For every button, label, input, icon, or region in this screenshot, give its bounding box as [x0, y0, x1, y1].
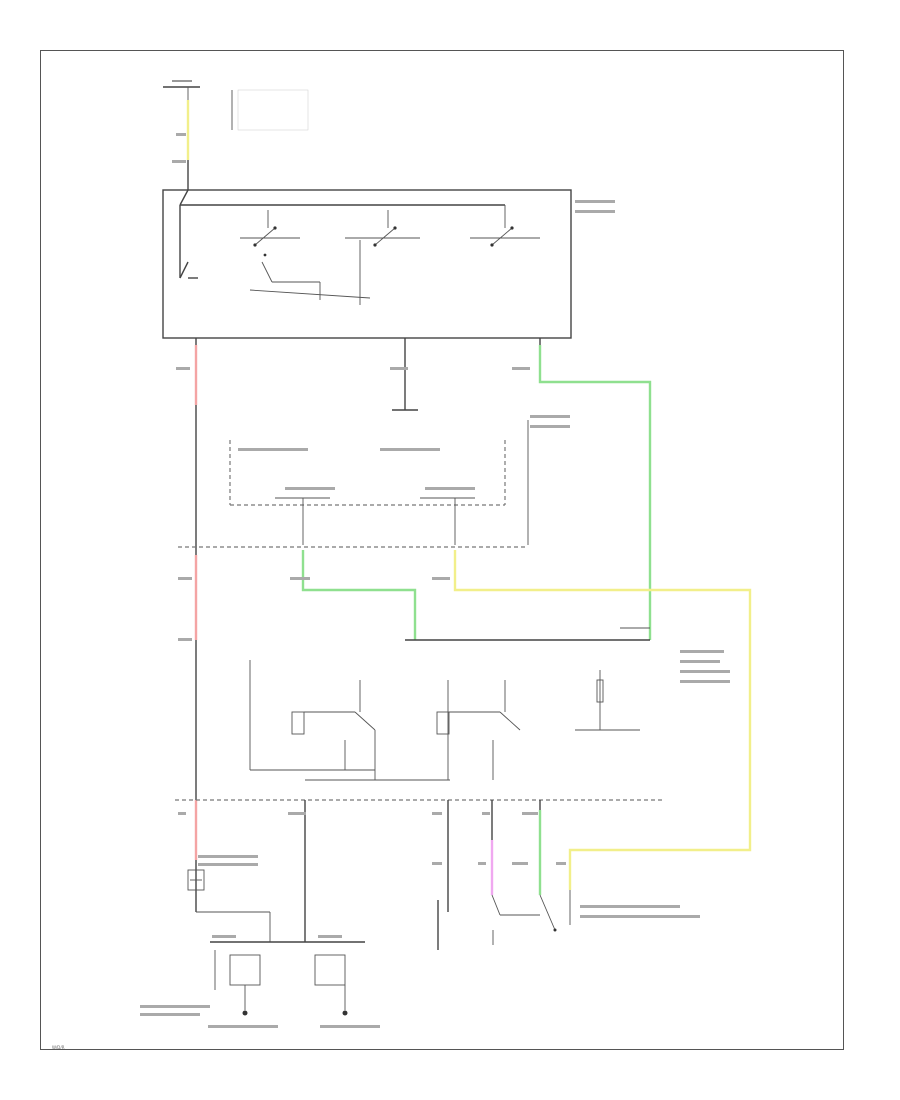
lower-left-circuit: [187, 869, 365, 1016]
switch-contacts-right: [470, 205, 540, 247]
ground-symbol-right: [575, 670, 640, 731]
connector-box-mid: [229, 420, 529, 545]
switch-contacts-left: [240, 210, 371, 300]
wire-green-mid: [301, 550, 417, 640]
switch-contacts-middle: [345, 210, 420, 305]
wire-yellow-long: [453, 550, 752, 890]
power-source: [163, 80, 309, 131]
pin-label-marks: [140, 133, 730, 1028]
diagram-frame: [40, 50, 844, 1050]
relay-left: [249, 660, 376, 780]
diagram-id-label: W/D/R: [52, 1045, 65, 1050]
main-switch-box: [162, 189, 572, 339]
wire-green-right-long: [538, 345, 652, 640]
lower-right-switch: [491, 890, 571, 945]
relay-right: [436, 680, 521, 780]
